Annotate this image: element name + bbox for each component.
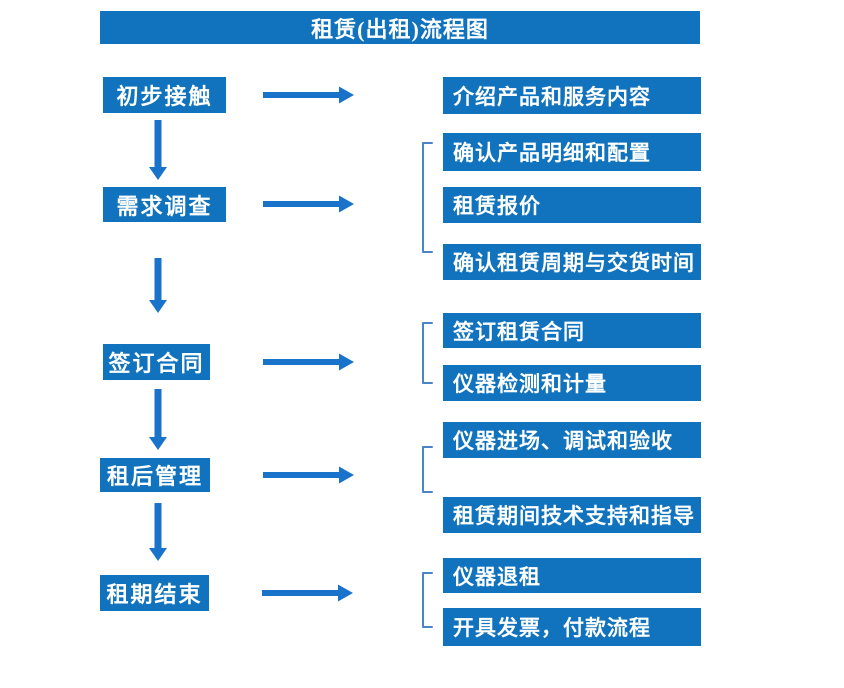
detail-box-instrument-testing: 仪器检测和计量 bbox=[443, 365, 701, 401]
detail-box-confirm-period-delivery: 确认租赁周期与交货时间 bbox=[443, 244, 701, 280]
detail-box-instrument-entry-acceptance: 仪器进场、调试和验收 bbox=[443, 422, 701, 458]
arrow-right-3 bbox=[263, 353, 354, 371]
arrow-down-1 bbox=[149, 120, 167, 180]
detail-box-sign-rental-contract: 签订租赁合同 bbox=[443, 313, 701, 348]
detail-box-rental-quote: 租赁报价 bbox=[443, 187, 701, 223]
step-box-demand-survey: 需求调查 bbox=[103, 187, 226, 222]
detail-box-introduce-products: 介绍产品和服务内容 bbox=[443, 77, 701, 114]
arrow-right-5 bbox=[262, 584, 353, 602]
detail-box-tech-support: 租赁期间技术支持和指导 bbox=[443, 497, 701, 533]
detail-box-invoice-payment: 开具发票，付款流程 bbox=[443, 608, 701, 646]
bracket-post-rental-group bbox=[422, 446, 433, 493]
arrow-right-1 bbox=[263, 86, 354, 104]
step-box-sign-contract: 签订合同 bbox=[103, 344, 210, 380]
arrow-right-4 bbox=[263, 466, 354, 484]
arrow-down-3 bbox=[149, 389, 167, 450]
diagram-title: 租赁(出租)流程图 bbox=[100, 11, 700, 44]
arrow-right-2 bbox=[263, 195, 354, 213]
step-box-post-rental-management: 租后管理 bbox=[100, 458, 210, 492]
arrow-down-4 bbox=[149, 503, 167, 561]
step-box-initial-contact: 初步接触 bbox=[103, 77, 226, 113]
detail-box-instrument-return: 仪器退租 bbox=[443, 558, 701, 593]
arrow-down-2 bbox=[149, 258, 167, 313]
bracket-demand-survey-group bbox=[422, 142, 433, 253]
bracket-rental-end-group bbox=[422, 572, 433, 628]
step-box-rental-end: 租期结束 bbox=[100, 575, 209, 611]
bracket-sign-contract-group bbox=[422, 322, 433, 384]
detail-box-confirm-details-config: 确认产品明细和配置 bbox=[443, 133, 701, 171]
